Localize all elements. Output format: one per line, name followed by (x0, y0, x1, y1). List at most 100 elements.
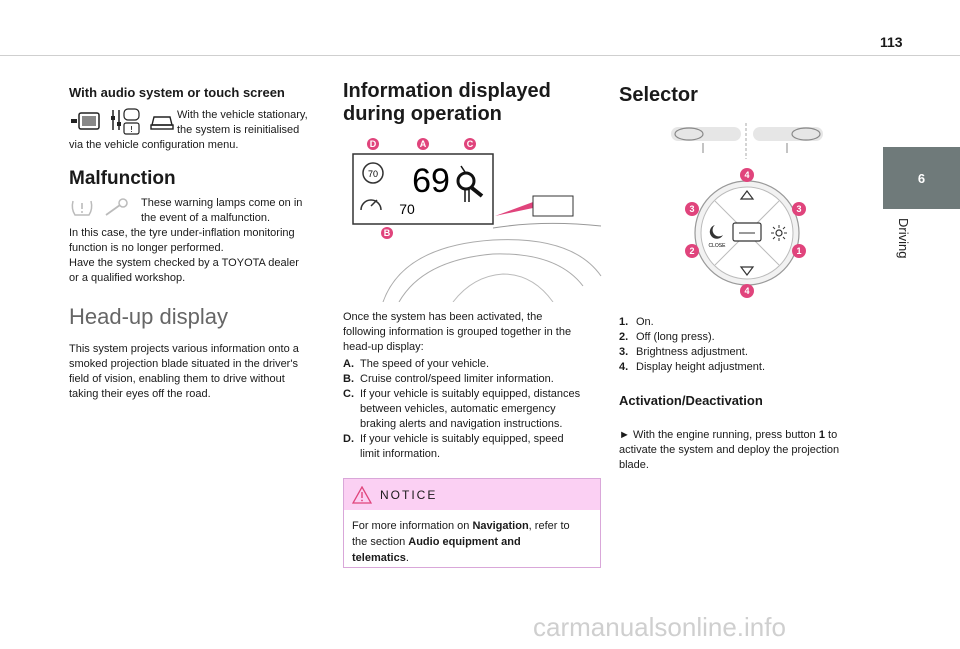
warning-triangle-icon (352, 485, 372, 504)
callout-3-left: 3 (689, 204, 694, 214)
callout-4-top: 4 (744, 170, 749, 180)
info-item-d: D. If your vehicle is suitably equipped,… (343, 432, 603, 462)
notice-text: For more information on (352, 520, 473, 532)
warning-icons (69, 196, 141, 220)
hud-illustration: 70 69 70 D A C B (352, 138, 602, 302)
callout-1: 1 (796, 246, 801, 256)
screen-icon (71, 112, 100, 130)
chapter-tab[interactable]: 6 (883, 147, 960, 209)
item-key: D. (343, 433, 354, 445)
info-item-c: C. If your vehicle is suitably equipped,… (343, 387, 603, 432)
notice-body: For more information on Navigation, refe… (344, 510, 600, 574)
malfunction-line3: In this case, the tyre under-inflation m… (69, 227, 295, 239)
info-heading-line2: during operation (343, 103, 502, 125)
notice-text: , refer to (528, 520, 570, 532)
audio-text-line3: via the vehicle configuration menu. (69, 139, 239, 151)
info-heading-line1: Information displayed (343, 80, 551, 102)
callout-b: B (384, 228, 391, 238)
malfunction-line2: the event of a malfunction. (141, 212, 271, 224)
wrench-icon (105, 198, 128, 216)
chapter-title: Driving (896, 218, 911, 259)
item-key: C. (343, 388, 354, 400)
notice-link-audio: Audio equipment and (408, 536, 521, 548)
malfunction-line6: or a qualified workshop. (69, 272, 186, 284)
audio-text-line1: With the vehicle stationary, (177, 109, 308, 121)
steering-wheel-illustration (671, 123, 823, 159)
callout-2: 2 (689, 246, 694, 256)
intro-line1: Once the system has been activated, the (343, 311, 543, 323)
watermark: carmanualsonline.info (533, 612, 786, 642)
cruise-control-icon (360, 199, 382, 211)
item-key: 2. (619, 331, 629, 343)
bullet-arrow: ► (619, 429, 630, 441)
page-number: 113 (880, 34, 903, 50)
malfunction-line4: function is no longer performed. (69, 242, 224, 254)
tyre-pressure-icon (71, 200, 93, 216)
item-text: Display height adjustment. (636, 361, 766, 373)
selector-item-4: 4. Display height adjustment. (619, 360, 859, 375)
item-text: If your vehicle is suitably equipped, sp… (360, 433, 564, 445)
item-text: Off (long press). (636, 331, 715, 343)
audio-text-line2: the system is reinitialised (177, 124, 300, 136)
column-right: Selector CLOSE 4 4 (619, 80, 859, 408)
malfunction-heading: Malfunction (69, 168, 176, 189)
hud-line2: smoked projection blade situated in the … (69, 358, 298, 370)
item-key: 1. (619, 316, 629, 328)
notice-link-telematics: telematics (352, 552, 406, 564)
bullet-text: activate the system and deploy the proje… (619, 444, 840, 456)
bullet-button-ref: 1 (818, 429, 825, 441)
callout-c: C (467, 139, 474, 149)
item-text: Brightness adjustment. (636, 346, 748, 358)
selector-heading: Selector (619, 84, 698, 106)
intro-line3: head-up display: (343, 341, 424, 353)
svg-text:!: ! (130, 125, 133, 134)
item-text: braking alerts and navigation instructio… (360, 418, 563, 430)
item-key: 3. (619, 346, 629, 358)
sun-icon[interactable] (771, 225, 787, 241)
selector-item-2: 2. Off (long press). (619, 330, 859, 345)
car-icon (150, 116, 174, 130)
intro-line2: following information is grouped togethe… (343, 326, 572, 338)
bullet-text: With the engine running, press button (632, 429, 819, 441)
notice-text: the section (352, 536, 409, 548)
item-key: B. (343, 373, 354, 385)
moon-icon[interactable] (709, 225, 723, 239)
hud-line1: This system projects various information… (69, 343, 299, 355)
hud-limit-text: 70 (368, 169, 378, 179)
activation-heading: Activation/Deactivation (619, 393, 763, 408)
callout-4-bottom: 4 (744, 286, 749, 296)
height-up-button[interactable] (739, 190, 755, 200)
info-item-b: B. Cruise control/speed limiter informat… (343, 372, 603, 387)
item-key: 4. (619, 361, 629, 373)
bullet-text: blade. (619, 459, 649, 471)
top-rule (0, 55, 960, 56)
close-label: CLOSE (709, 243, 727, 249)
item-text: If your vehicle is suitably equipped, di… (360, 388, 581, 400)
bullet-text: to (824, 429, 838, 441)
column-middle: Information displayed during operation 7… (343, 80, 603, 462)
selector-item-1: 1. On. (619, 315, 859, 330)
info-item-a: A. The speed of your vehicle. (343, 357, 603, 372)
notice-link-navigation: Navigation (472, 520, 529, 532)
item-text: The speed of your vehicle. (360, 358, 490, 370)
selector-dial[interactable]: CLOSE 4 4 3 3 2 1 (619, 165, 859, 299)
callout-d: D (370, 139, 377, 149)
hud-line3: field of vision, enabling them to drive … (69, 373, 285, 385)
item-text: On. (636, 316, 654, 328)
hud-speed-text: 69 (412, 162, 450, 200)
selector-item-3: 3. Brightness adjustment. (619, 345, 859, 360)
callout-3-right: 3 (796, 204, 801, 214)
audio-icons: ! (69, 108, 177, 136)
item-text: between vehicles, automatic emergency (360, 403, 556, 415)
notice-text: . (405, 552, 409, 564)
settings-icon: ! (111, 108, 140, 135)
item-text: Cruise control/speed limiter information… (360, 373, 554, 385)
notice-label: NOTICE (380, 487, 438, 502)
malfunction-line5: Have the system checked by a TOYOTA deal… (69, 257, 299, 269)
height-down-button[interactable] (739, 266, 755, 276)
notice-header: NOTICE (344, 479, 600, 510)
audio-heading: With audio system or touch screen (69, 85, 285, 100)
chapter-number: 6 (917, 170, 926, 186)
malfunction-line1: These warning lamps come on in (141, 197, 303, 209)
hud-line4: taking their eyes off the road. (69, 388, 211, 400)
